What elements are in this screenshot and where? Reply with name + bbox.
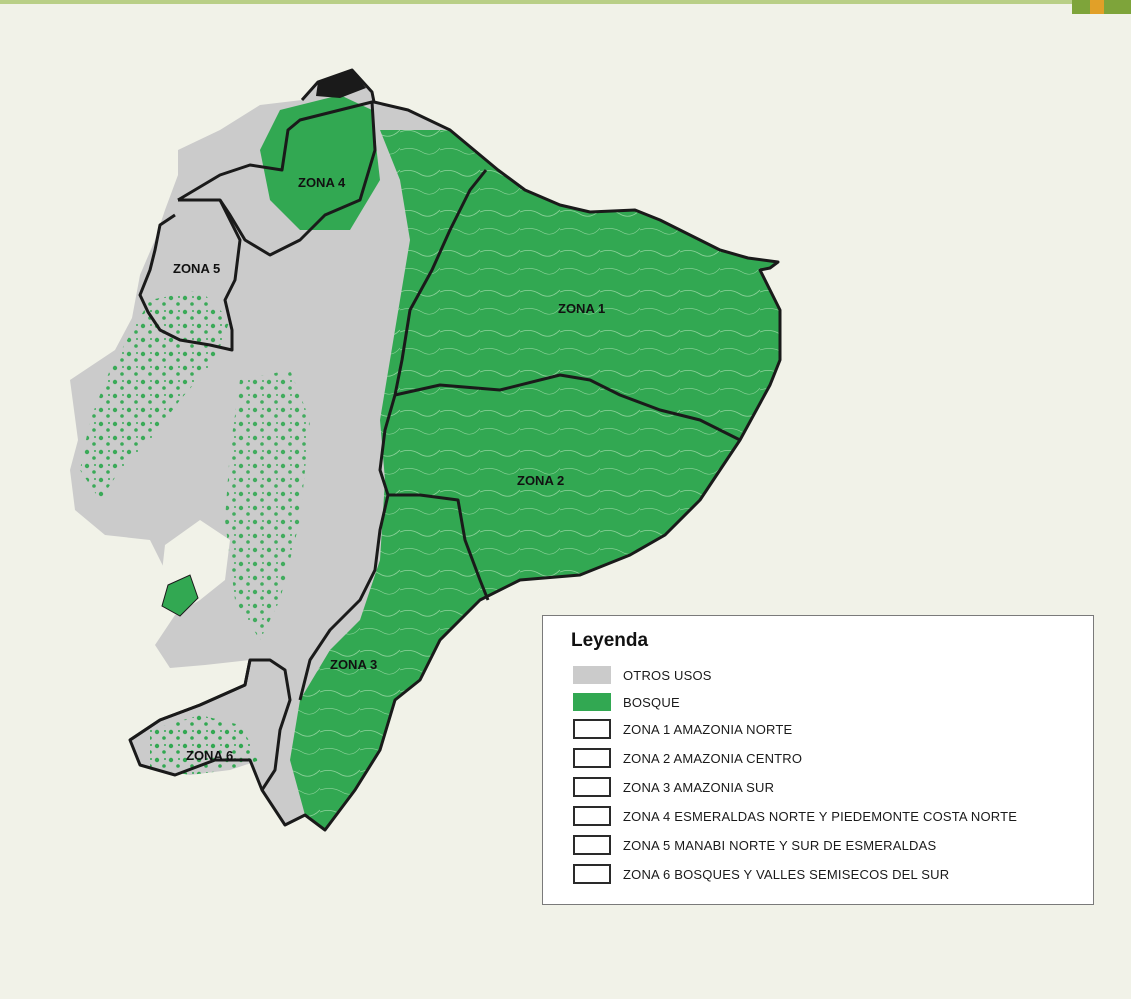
legend-item-zona1: ZONA 1 AMAZONIA NORTE: [573, 718, 792, 740]
puna-island: [161, 574, 199, 617]
boundary-zona1-zona2: [394, 373, 741, 442]
legend-swatch-outline: [573, 719, 611, 739]
legend-swatch-outline: [573, 864, 611, 884]
legend-label: ZONA 1 AMAZONIA NORTE: [623, 721, 793, 737]
corner-tab-notch: [1090, 0, 1104, 14]
legend-label: ZONA 3 AMAZONIA SUR: [623, 779, 775, 795]
boundary-amazon-west: [298, 169, 488, 701]
legend-swatch-gray: [573, 666, 611, 684]
zone-label-5: ZONA 5: [173, 261, 220, 276]
legend-label: OTROS USOS: [623, 667, 712, 683]
zone-label-3: ZONA 3: [330, 657, 377, 672]
legend-label: ZONA 4 ESMERALDAS NORTE Y PIEDEMONTE COS…: [623, 808, 1018, 824]
legend-item-zona3: ZONA 3 AMAZONIA SUR: [573, 776, 774, 798]
country-outline: [128, 68, 782, 832]
legend-item-zona4: ZONA 4 ESMERALDAS NORTE Y PIEDEMONTE COS…: [573, 805, 1017, 827]
legend-label: ZONA 6 BOSQUES Y VALLES SEMISECOS DEL SU…: [623, 866, 950, 882]
top-rule: [0, 0, 1131, 4]
legend-swatch-outline: [573, 835, 611, 855]
boundary-zona6: [129, 658, 292, 791]
legend-item-otros-usos: OTROS USOS: [573, 664, 712, 686]
legend-item-zona5: ZONA 5 MANABI NORTE Y SUR DE ESMERALDAS: [573, 834, 936, 856]
boundary-zona4: [177, 100, 377, 257]
legend-swatch-outline: [573, 777, 611, 797]
legend-swatch-green: [573, 693, 611, 711]
legend-label: ZONA 5 MANABI NORTE Y SUR DE ESMERALDAS: [623, 837, 937, 853]
legend-swatch-outline: [573, 806, 611, 826]
zone-label-4: ZONA 4: [298, 175, 346, 190]
zone-label-6: ZONA 6: [186, 748, 233, 763]
legend-label: ZONA 2 AMAZONIA CENTRO: [623, 750, 803, 766]
legend-label: BOSQUE: [623, 694, 680, 710]
legend-item-zona2: ZONA 2 AMAZONIA CENTRO: [573, 747, 802, 769]
map-legend: Leyenda OTROS USOS BOSQUE ZONA 1 AMAZONI…: [542, 615, 1094, 905]
legend-item-bosque: BOSQUE: [573, 691, 680, 713]
andes-forest-fragments: [225, 370, 310, 640]
corner-tab-decoration: [1072, 0, 1131, 14]
boundary-zona2-zona3: [388, 493, 490, 601]
zone-label-2: ZONA 2: [517, 473, 564, 488]
zone-label-1: ZONA 1: [558, 301, 605, 316]
legend-item-zona6: ZONA 6 BOSQUES Y VALLES SEMISECOS DEL SU…: [573, 863, 949, 885]
boundary-zona5: [138, 198, 242, 352]
northern-coast-dark: [316, 70, 366, 98]
legend-title: Leyenda: [571, 630, 649, 651]
legend-swatch-outline: [573, 748, 611, 768]
